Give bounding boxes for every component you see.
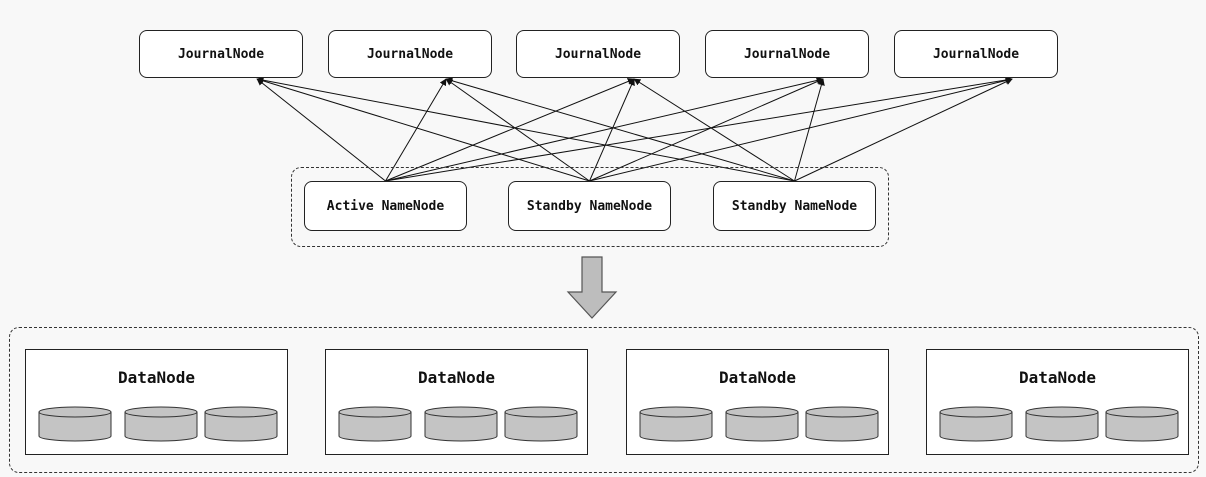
- disk-icon: [424, 406, 498, 442]
- disk-icon: [124, 406, 198, 442]
- arrow-namenode-1-to-journalnode-4: [385, 77, 824, 182]
- disk-icon: [1105, 406, 1179, 442]
- arrow-namenode-1-to-journalnode-2: [385, 78, 447, 182]
- datanode-1: DataNode: [25, 349, 288, 455]
- standby-namenode-1: Standby NameNode: [508, 181, 671, 231]
- journal-node-label: JournalNode: [177, 46, 265, 62]
- namenode-label: Active NameNode: [326, 198, 445, 214]
- arrow-namenode-2-to-journalnode-3: [589, 78, 635, 182]
- arrow-namenode-3-to-journalnode-5: [794, 78, 1013, 182]
- journal-node-3: JournalNode: [516, 30, 680, 78]
- datanode-label: DataNode: [117, 368, 196, 387]
- arrow-namenode-2-to-journalnode-4: [589, 78, 824, 182]
- namenode-label: Standby NameNode: [731, 198, 858, 214]
- arrow-namenode-2-to-journalnode-1: [256, 77, 590, 182]
- arrow-namenode-1-to-journalnode-5: [385, 76, 1013, 182]
- journal-node-2: JournalNode: [328, 30, 492, 78]
- namenode-label: Standby NameNode: [526, 198, 653, 214]
- arrow-namenode-3-to-journalnode-1: [256, 76, 795, 182]
- journal-node-5: JournalNode: [894, 30, 1058, 78]
- disk-icon: [38, 406, 112, 442]
- disk-icon: [1025, 406, 1099, 442]
- datanode-4: DataNode: [926, 349, 1189, 455]
- arrow-namenode-2-to-journalnode-2: [445, 78, 590, 182]
- datanode-label: DataNode: [1018, 368, 1097, 387]
- datanode-group: [9, 327, 1199, 473]
- arrow-namenode-3-to-journalnode-4: [794, 78, 825, 182]
- arrow-namenode-3-to-journalnode-2: [445, 77, 795, 182]
- disk-icon: [725, 406, 799, 442]
- journal-node-label: JournalNode: [932, 46, 1020, 62]
- disk-icon: [639, 406, 713, 442]
- journal-node-1: JournalNode: [139, 30, 303, 78]
- namenode-group: [291, 167, 889, 247]
- journal-node-4: JournalNode: [705, 30, 869, 78]
- disk-icon: [204, 406, 278, 442]
- datanode-3: DataNode: [626, 349, 889, 455]
- datanode-label: DataNode: [718, 368, 797, 387]
- arrow-namenode-3-to-journalnode-3: [633, 78, 795, 182]
- standby-namenode-2: Standby NameNode: [713, 181, 876, 231]
- datanode-2: DataNode: [325, 349, 588, 455]
- datanode-label: DataNode: [417, 368, 496, 387]
- journal-node-label: JournalNode: [743, 46, 831, 62]
- disk-icon: [338, 406, 412, 442]
- down-arrow-icon: [566, 256, 618, 319]
- disk-icon: [504, 406, 578, 442]
- arrow-namenode-2-to-journalnode-5: [589, 77, 1013, 182]
- disk-icon: [805, 406, 879, 442]
- journal-node-label: JournalNode: [366, 46, 454, 62]
- journal-node-label: JournalNode: [554, 46, 642, 62]
- arrow-namenode-1-to-journalnode-3: [385, 78, 635, 182]
- disk-icon: [939, 406, 1013, 442]
- arrow-namenode-1-to-journalnode-1: [256, 78, 386, 182]
- active-namenode: Active NameNode: [304, 181, 467, 231]
